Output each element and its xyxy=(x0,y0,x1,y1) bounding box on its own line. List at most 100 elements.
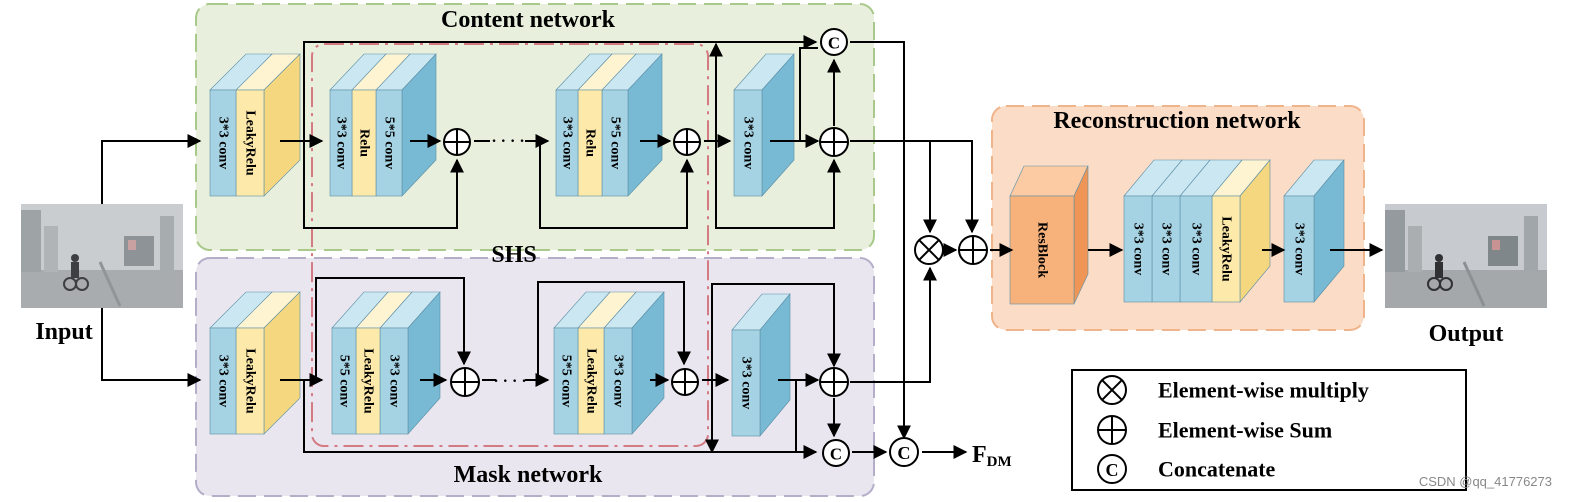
reconstruction-network-title: Reconstruction network xyxy=(1053,108,1301,134)
content-ellipsis: · · · · xyxy=(491,133,524,150)
mask-conv33-b: 3*3 conv xyxy=(379,291,441,435)
mask-sum-1 xyxy=(450,367,480,397)
legend-item: Element-wise multiply xyxy=(1097,375,1369,405)
content-conv33-c-label: 3*3 conv xyxy=(560,117,575,170)
content-concat-letter: C xyxy=(828,34,840,53)
content-relu-a-label: Relu xyxy=(357,129,372,157)
fdm-sub: DM xyxy=(987,454,1012,470)
content-conv55-b-label: 5*5 conv xyxy=(608,117,623,170)
mask-conv55-b-label: 5*5 conv xyxy=(559,355,574,408)
wire-content-skip-top xyxy=(303,35,818,141)
output-label: Output xyxy=(1429,321,1504,347)
content-conv33-b-label: 3*3 conv xyxy=(334,117,349,170)
content-sum-2 xyxy=(673,128,701,156)
final-concat: C xyxy=(889,437,919,467)
mask-conv33-a-label: 3*3 conv xyxy=(216,355,231,408)
recon-conv33-a: 3*3 conv xyxy=(1123,159,1183,303)
wire-content-conv3-to-concat xyxy=(799,47,818,141)
mask-leaky-block: LeakyRelu xyxy=(235,291,301,435)
operators: C C C xyxy=(443,28,988,467)
content-conv33-a: 3*3 conv xyxy=(209,53,273,197)
mask-conv33-d-label: 3*3 conv xyxy=(739,357,754,410)
content-leaky-block-label: LeakyRelu xyxy=(243,110,258,176)
mask-ellipsis: · · · · xyxy=(493,373,526,390)
content-relu-a: Relu xyxy=(351,53,411,197)
wire-input-to-content xyxy=(101,134,202,204)
content-relu-b-label: Relu xyxy=(583,129,598,157)
recon-conv33-a-label: 3*3 conv xyxy=(1131,223,1146,276)
resblock-label: ResBlock xyxy=(1035,222,1050,278)
content-leaky-block: LeakyRelu xyxy=(235,53,301,197)
content-sum-1 xyxy=(443,128,471,156)
content-conv33-d: 3*3 conv xyxy=(733,53,795,197)
final-concat-letter: C xyxy=(897,443,910,463)
input-label: Input xyxy=(35,319,92,345)
content-relu-b: Relu xyxy=(577,53,637,197)
content-concat: C xyxy=(820,28,848,56)
content-conv33-c: 3*3 conv xyxy=(555,53,613,197)
resblock: ResBlock xyxy=(1009,165,1089,305)
fdm-main: F xyxy=(972,442,987,468)
fusion-multiply xyxy=(914,235,944,265)
recon-conv33-b-label: 3*3 conv xyxy=(1159,223,1174,276)
mask-leaky-block-label: LeakyRelu xyxy=(243,348,258,414)
input-image xyxy=(21,204,183,308)
multiply-icon xyxy=(1097,375,1127,405)
content-conv55-a: 5*5 conv xyxy=(375,53,437,197)
connections xyxy=(101,35,1384,459)
mask-conv33-a: 3*3 conv xyxy=(209,291,273,435)
mask-leaky-c: LeakyRelu xyxy=(577,291,637,435)
recon-conv33-final-label: 3*3 conv xyxy=(1292,223,1307,276)
content-conv33-a-label: 3*3 conv xyxy=(216,117,231,170)
wire-mask-skip-top-a xyxy=(315,277,471,380)
fdm-label: FDM xyxy=(972,442,1012,470)
wire-input-to-mask xyxy=(101,308,202,387)
mask-conv33-c: 3*3 conv xyxy=(603,291,665,435)
wire-mask-skip-top-c xyxy=(711,283,841,380)
mask-conv33-b-label: 3*3 conv xyxy=(387,355,402,408)
wire-content-concat-out xyxy=(850,41,911,440)
fusion-sum xyxy=(958,235,988,265)
sum-icon xyxy=(1097,415,1127,445)
recon-conv33-b: 3*3 conv xyxy=(1151,159,1211,303)
recon-leaky: LeakyRelu xyxy=(1211,159,1271,303)
content-conv33-d-label: 3*3 conv xyxy=(741,117,756,170)
content-conv55-b: 5*5 conv xyxy=(601,53,663,197)
wire-content-skip-bottom3 xyxy=(715,141,841,229)
content-sum-3 xyxy=(819,127,849,157)
mask-conv33-c-label: 3*3 conv xyxy=(611,355,626,408)
content-conv55-a-label: 5*5 conv xyxy=(382,117,397,170)
mask-conv55-b: 5*5 conv xyxy=(553,291,611,435)
wire-content-sum3-out xyxy=(850,140,979,234)
shs-region xyxy=(311,43,709,447)
mask-concat-letter: C xyxy=(830,445,842,464)
wire-content-skip-bottom2 xyxy=(539,141,694,229)
recon-leaky-label: LeakyRelu xyxy=(1219,216,1234,282)
output-image xyxy=(1385,204,1547,308)
mask-network-title: Mask network xyxy=(454,462,603,488)
wire-content-skip-bottom1 xyxy=(303,141,464,229)
recon-conv33-c-label: 3*3 conv xyxy=(1189,223,1204,276)
legend-concat-letter: C xyxy=(1106,460,1119,480)
legend-item: C Concatenate xyxy=(1097,454,1276,484)
mask-conv55-a-label: 5*5 conv xyxy=(337,355,352,408)
mask-concat: C xyxy=(822,439,850,467)
mask-conv33-d: 3*3 conv xyxy=(731,293,791,437)
wire-mask-skip-top-b xyxy=(537,281,691,380)
mask-sum-3 xyxy=(819,367,849,397)
recon-conv33-final: 3*3 conv xyxy=(1283,159,1345,303)
legend-label: Concatenate xyxy=(1158,457,1276,482)
wire-mask-skip-top1 xyxy=(303,380,818,459)
wire-mask-sum3-out xyxy=(850,266,937,383)
legend-label: Element-wise Sum xyxy=(1158,418,1332,443)
legend-label: Element-wise multiply xyxy=(1158,378,1369,403)
mask-leaky-b-label: LeakyRelu xyxy=(361,348,376,414)
mask-sum-2 xyxy=(671,368,699,396)
legend-item: Element-wise Sum xyxy=(1097,415,1332,445)
shs-label: SHS xyxy=(491,242,536,268)
content-conv33-b: 3*3 conv xyxy=(329,53,387,197)
concat-icon: C xyxy=(1097,454,1127,484)
